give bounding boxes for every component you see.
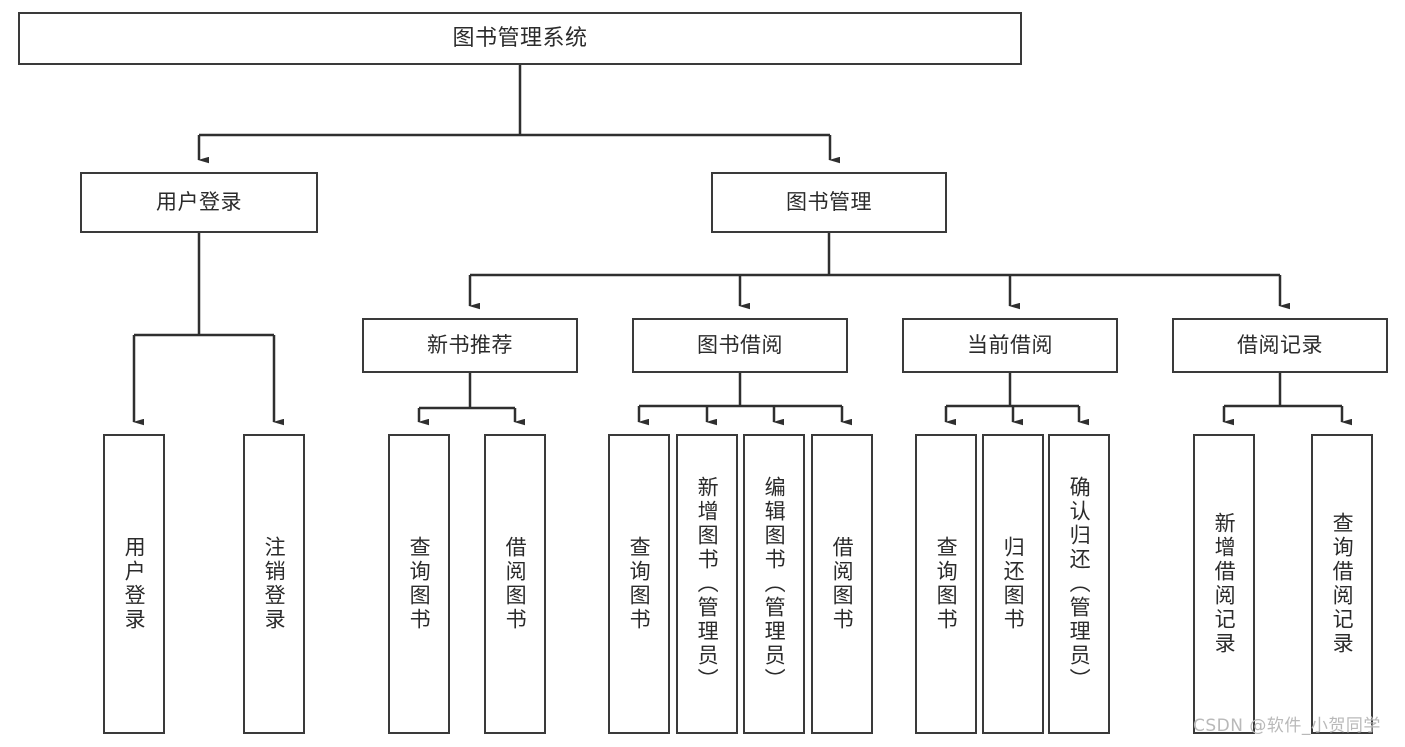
node-leaf-query-book-2-label: 查询图书 [627, 536, 652, 632]
node-borrow-record[interactable]: 借阅记录 [1172, 318, 1388, 373]
node-book-manage[interactable]: 图书管理 [711, 172, 947, 233]
node-leaf-add-record[interactable]: 新增借阅记录 [1193, 434, 1255, 734]
node-leaf-return-book-label: 归还图书 [1001, 536, 1026, 632]
node-leaf-query-book-3[interactable]: 查询图书 [915, 434, 977, 734]
node-current-borrow[interactable]: 当前借阅 [902, 318, 1118, 373]
node-leaf-borrow-book-2[interactable]: 借阅图书 [811, 434, 873, 734]
watermark-text: CSDN @软件_小贺同学 [1193, 716, 1381, 736]
node-leaf-add-record-label: 新增借阅记录 [1212, 512, 1237, 656]
node-leaf-confirm-return[interactable]: 确认归还（管理员） [1048, 434, 1110, 734]
node-book-manage-label: 图书管理 [786, 190, 872, 215]
node-new-book-recommend[interactable]: 新书推荐 [362, 318, 578, 373]
node-borrow-record-label: 借阅记录 [1237, 333, 1323, 358]
node-leaf-query-record-label: 查询借阅记录 [1330, 512, 1355, 656]
node-book-borrow[interactable]: 图书借阅 [632, 318, 848, 373]
node-leaf-query-record[interactable]: 查询借阅记录 [1311, 434, 1373, 734]
node-user-login[interactable]: 用户登录 [80, 172, 318, 233]
node-leaf-query-book-3-label: 查询图书 [934, 536, 959, 632]
node-leaf-user-login[interactable]: 用户登录 [103, 434, 165, 734]
node-leaf-confirm-return-label: 确认归还（管理员） [1067, 476, 1092, 692]
node-root-label: 图书管理系统 [452, 25, 588, 51]
node-new-book-recommend-label: 新书推荐 [427, 333, 513, 358]
node-leaf-user-login-label: 用户登录 [122, 536, 147, 632]
node-leaf-query-book-2[interactable]: 查询图书 [608, 434, 670, 734]
node-leaf-borrow-book-1[interactable]: 借阅图书 [484, 434, 546, 734]
node-leaf-query-book-1[interactable]: 查询图书 [388, 434, 450, 734]
node-root-title[interactable]: 图书管理系统 [18, 12, 1022, 65]
node-leaf-edit-book-label: 编辑图书（管理员） [762, 476, 787, 692]
node-leaf-add-book[interactable]: 新增图书（管理员） [676, 434, 738, 734]
node-leaf-borrow-book-2-label: 借阅图书 [830, 536, 855, 632]
node-leaf-query-book-1-label: 查询图书 [407, 536, 432, 632]
node-user-login-label: 用户登录 [156, 190, 242, 215]
node-leaf-logout[interactable]: 注销登录 [243, 434, 305, 734]
node-leaf-add-book-label: 新增图书（管理员） [695, 476, 720, 692]
node-leaf-borrow-book-1-label: 借阅图书 [503, 536, 528, 632]
node-leaf-edit-book[interactable]: 编辑图书（管理员） [743, 434, 805, 734]
node-book-borrow-label: 图书借阅 [697, 333, 783, 358]
node-current-borrow-label: 当前借阅 [967, 333, 1053, 358]
node-leaf-logout-label: 注销登录 [262, 536, 287, 632]
node-leaf-return-book[interactable]: 归还图书 [982, 434, 1044, 734]
